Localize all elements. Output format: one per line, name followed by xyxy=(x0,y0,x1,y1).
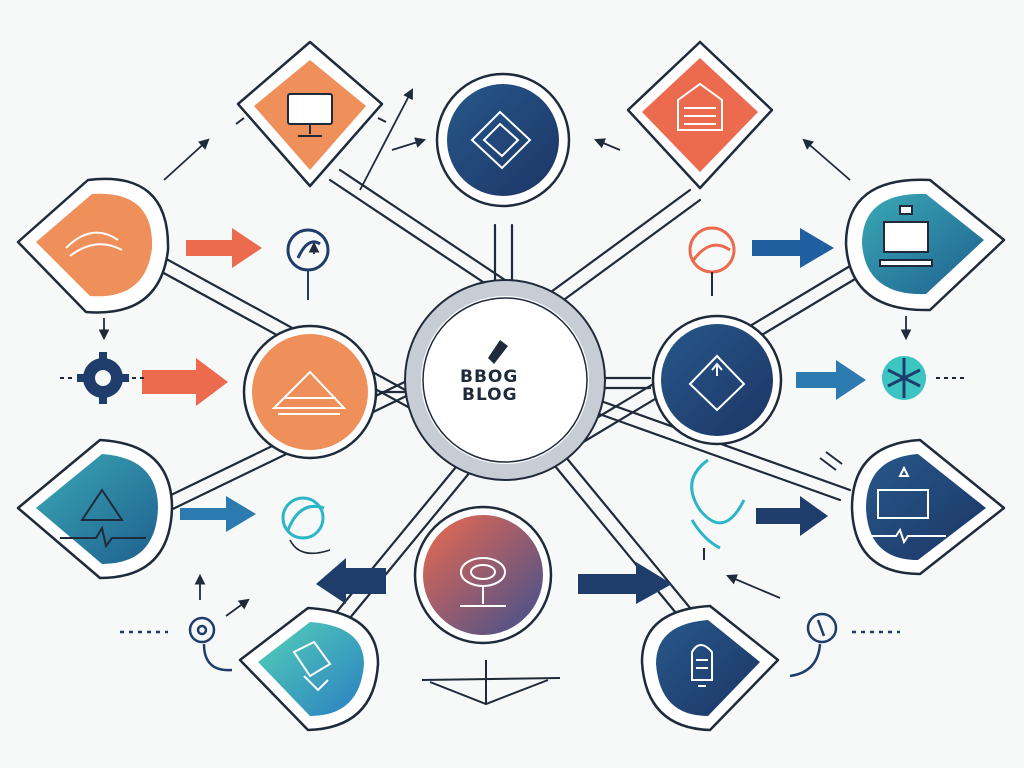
hub-node[interactable]: BBOG BLOG xyxy=(404,279,606,481)
computer-icon xyxy=(879,205,933,267)
block-arrows xyxy=(142,228,866,604)
brain-icon xyxy=(460,557,506,607)
document-icon xyxy=(470,110,532,170)
pyramid-icon xyxy=(271,370,347,415)
arrow-orange-upper xyxy=(186,228,262,268)
arrow-blue-middle-right xyxy=(796,360,866,400)
wreath-icon xyxy=(882,356,964,400)
bulb-icon xyxy=(691,644,713,687)
arrow-orange-middle xyxy=(142,358,228,406)
small-marks xyxy=(235,117,843,471)
node-document-top-center[interactable] xyxy=(435,72,571,208)
node-hand-left[interactable] xyxy=(16,177,170,314)
node-monitor-top-left[interactable] xyxy=(236,40,384,188)
gear-icon xyxy=(60,352,146,404)
hub-label-top: BBOG xyxy=(460,367,518,387)
node-edit-bottom-left[interactable] xyxy=(238,606,380,732)
node-layers-top-right[interactable] xyxy=(626,40,774,190)
connector-lines xyxy=(138,168,872,632)
pen-icon xyxy=(488,340,508,364)
hub-label-bottom: BLOG xyxy=(462,385,518,405)
hook-icon-bottom-left xyxy=(120,616,233,672)
target-icon-upper-left xyxy=(286,228,330,300)
node-compass-mid-right[interactable] xyxy=(651,314,783,446)
node-brain-bottom-center[interactable] xyxy=(413,505,553,645)
arrow-navy-bottom-right xyxy=(578,562,672,604)
compass-icon xyxy=(688,354,746,412)
thin-arrows xyxy=(98,88,912,617)
node-computer-right[interactable] xyxy=(844,178,1006,312)
arrow-navy-bottom-left xyxy=(316,558,386,604)
swirl-icon-right xyxy=(690,458,746,560)
node-frame-lower-right[interactable] xyxy=(850,438,1006,576)
node-bulb-bottom-right[interactable] xyxy=(640,604,780,732)
frame-icon xyxy=(870,465,946,545)
hook-icon-bottom-right xyxy=(789,612,900,678)
hand-icon xyxy=(65,231,123,257)
arrow-teal-left xyxy=(180,496,256,532)
arrow-blue-upper-right xyxy=(752,228,834,268)
node-pyramid-mid-left[interactable] xyxy=(242,324,378,460)
balance-icon xyxy=(421,660,561,706)
edit-icon xyxy=(292,640,332,692)
swirl-icon-left xyxy=(281,496,331,555)
arrow-navy-right xyxy=(756,496,828,536)
monitor-icon xyxy=(287,93,333,137)
node-triangle-lower-left[interactable] xyxy=(16,438,174,580)
layers-icon xyxy=(677,82,723,131)
triangle-icon xyxy=(60,488,146,549)
target-icon-upper-right xyxy=(688,226,736,296)
